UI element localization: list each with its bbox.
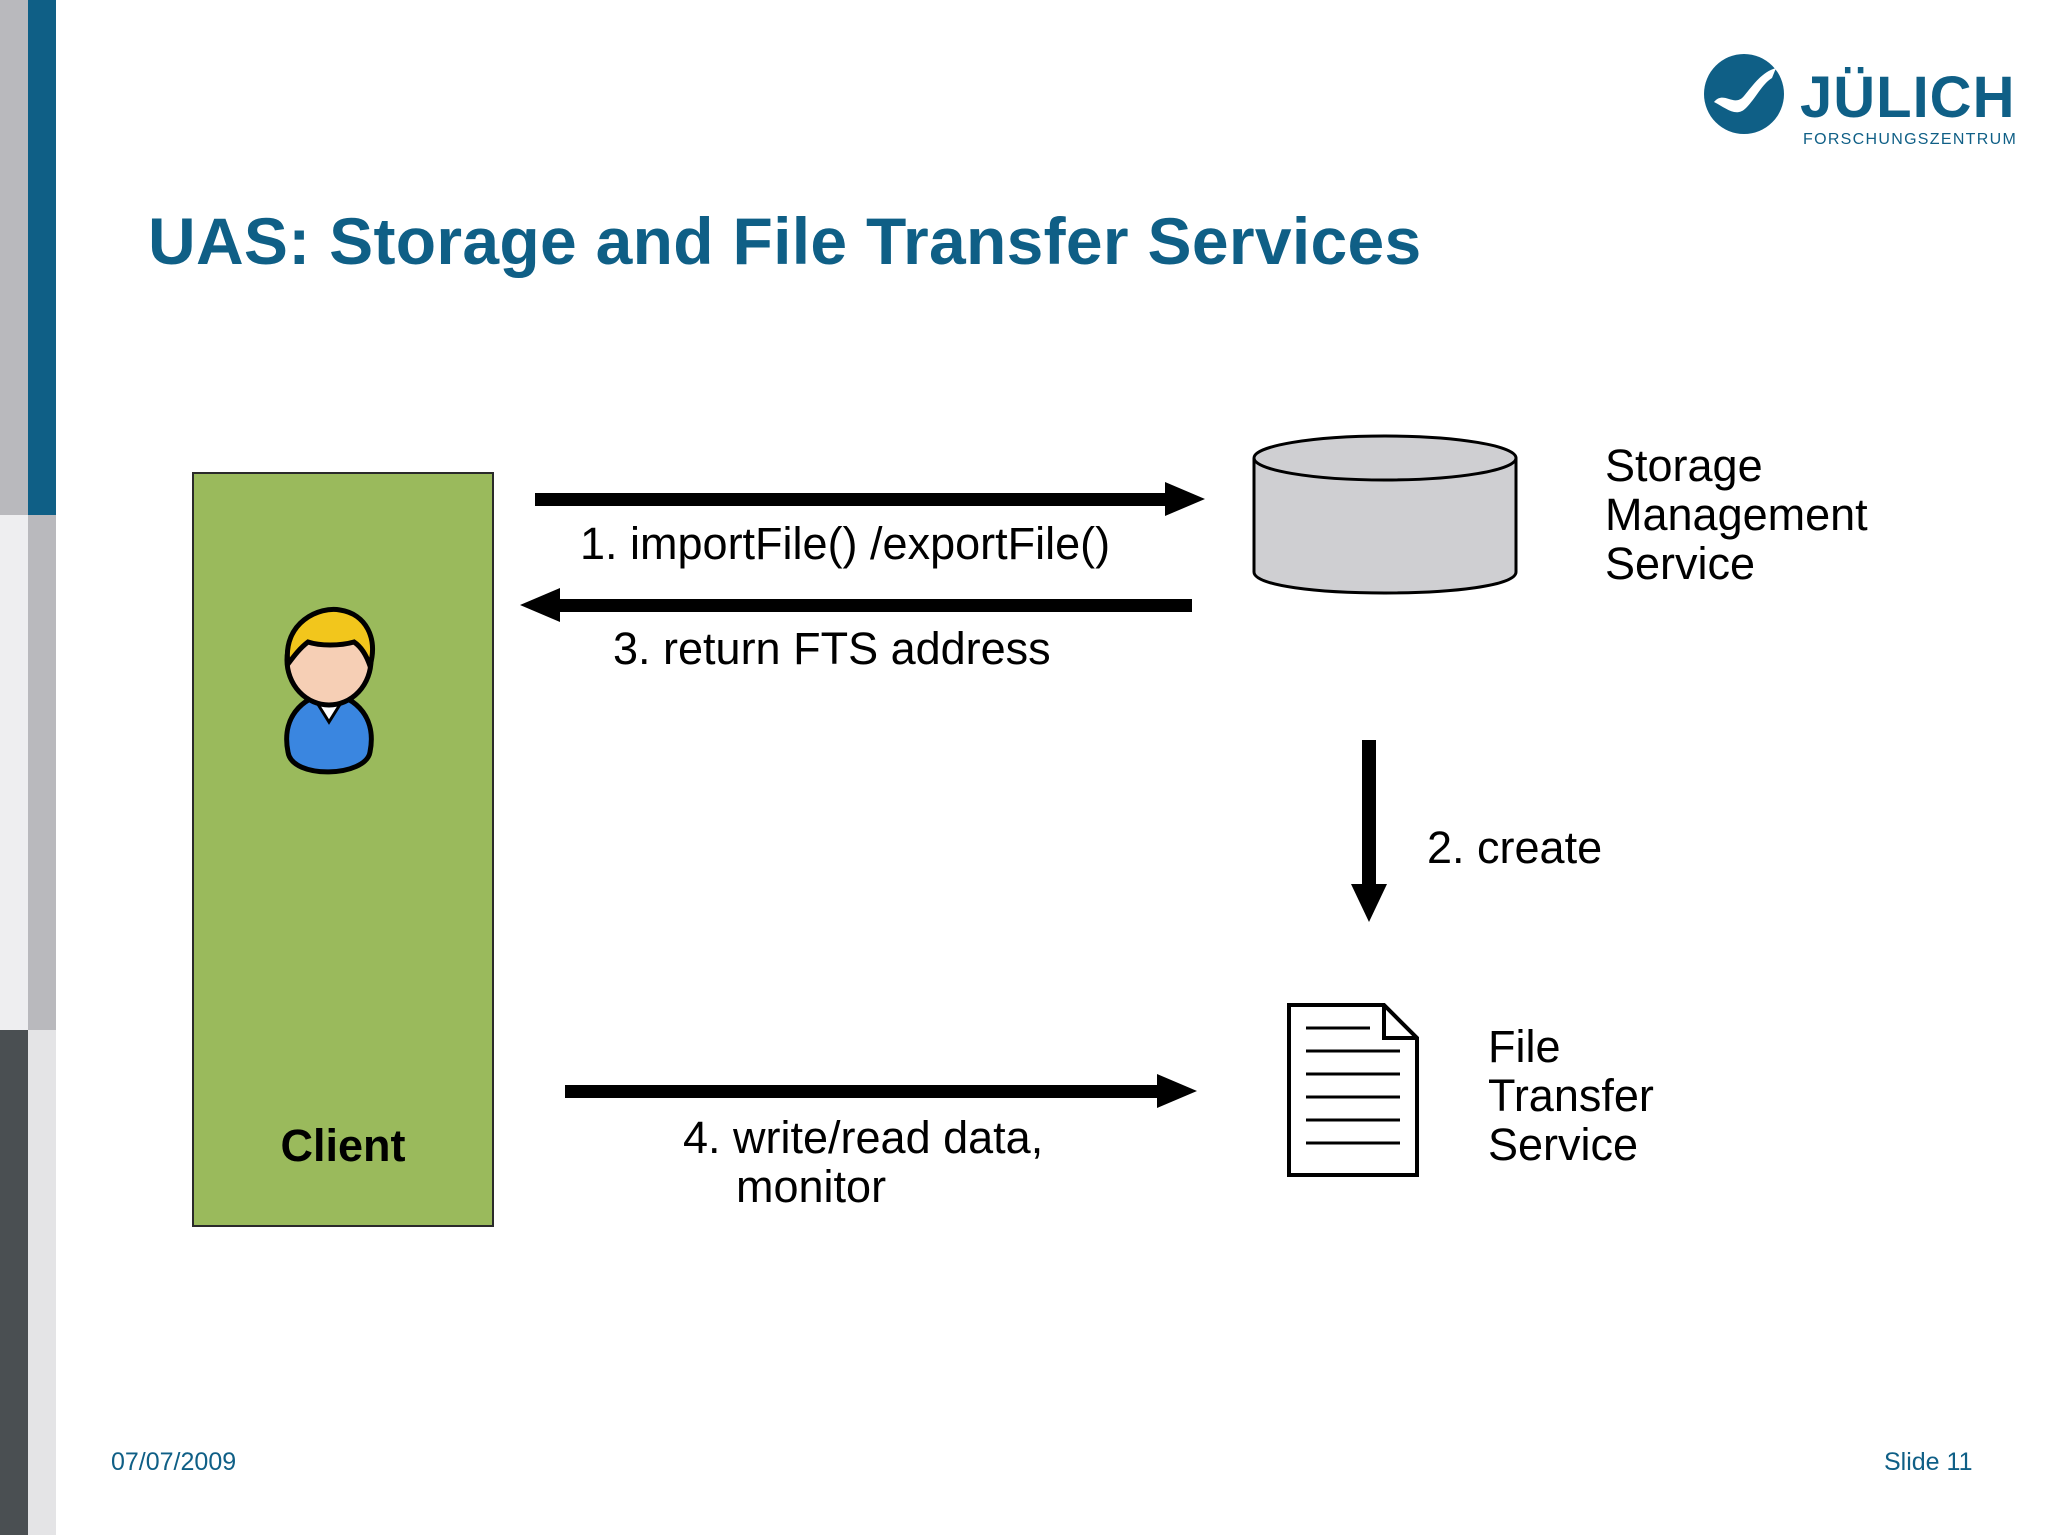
left-strip-mid — [28, 515, 56, 1030]
left-strip-grey — [0, 0, 28, 515]
footer-date: 07/07/2009 — [111, 1448, 237, 1476]
document-icon — [1287, 1003, 1419, 1177]
fts-label-line-2: Transfer — [1488, 1070, 1654, 1121]
arrow-write-read — [565, 1074, 1197, 1108]
storage-label-line-1: Storage — [1605, 440, 1763, 491]
return-fts-label: 3. return FTS address — [613, 623, 1051, 674]
write-read-label-line-2: monitor — [736, 1161, 887, 1212]
fts-label-line-1: File — [1488, 1021, 1561, 1072]
logo-subtitle: FORSCHUNGSZENTRUM — [1803, 131, 2018, 148]
left-strip-blue — [28, 0, 56, 515]
client-label: Client — [280, 1120, 406, 1171]
julich-logo-icon — [1704, 54, 1784, 134]
arrow-import-export — [535, 482, 1205, 516]
fts-label: File Transfer Service — [1488, 1022, 1654, 1169]
left-strip-dark — [0, 1030, 28, 1535]
write-read-label-line-1: 4. write/read data, — [683, 1112, 1044, 1163]
arrow-create — [1351, 740, 1387, 922]
storage-label-line-3: Service — [1605, 538, 1756, 589]
database-cylinder-icon — [1252, 434, 1518, 595]
import-export-label: 1. importFile() /exportFile() — [580, 518, 1111, 569]
arrow-return-fts — [520, 588, 1192, 622]
left-strip-light — [0, 515, 28, 1030]
client-box — [192, 472, 494, 1227]
storage-label: Storage Management Service — [1605, 441, 1868, 588]
user-icon — [284, 606, 375, 775]
slide-title: UAS: Storage and File Transfer Services — [148, 204, 1422, 278]
create-label: 2. create — [1427, 822, 1603, 873]
storage-label-line-2: Management — [1605, 489, 1868, 540]
left-strip-pale — [28, 1030, 56, 1535]
fts-label-line-3: Service — [1488, 1119, 1639, 1170]
write-read-label: 4. write/read data, monitor — [683, 1113, 1043, 1211]
logo-wordmark: JÜLICH — [1800, 65, 2016, 130]
footer-slide-number: Slide 11 — [1884, 1448, 1973, 1476]
